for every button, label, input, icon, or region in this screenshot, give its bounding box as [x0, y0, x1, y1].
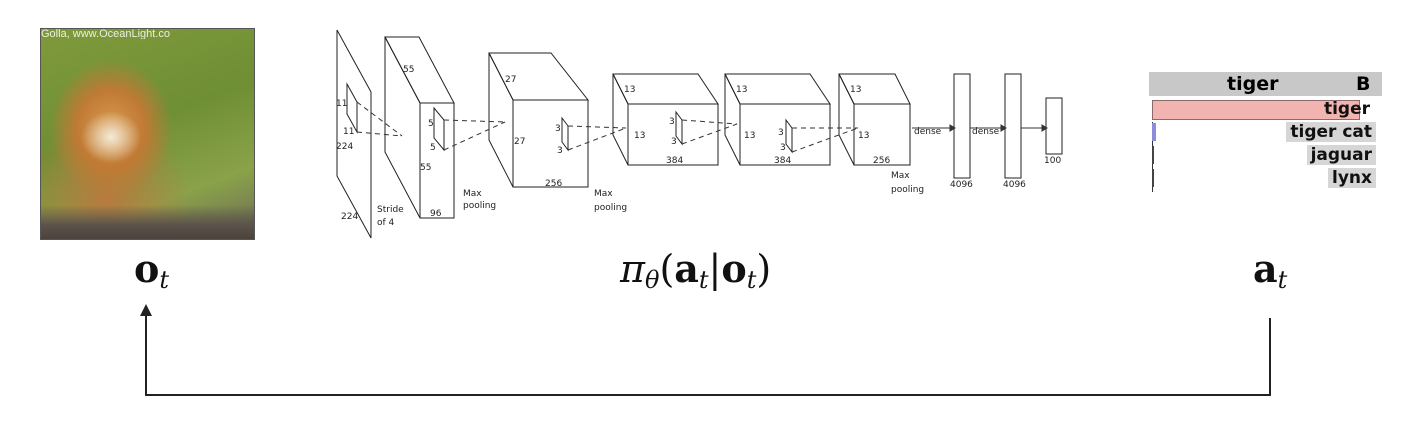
conv2-kernel-label-2: 3 — [557, 146, 563, 156]
conv2-top-label: 27 — [505, 75, 516, 85]
prediction-header-label: tiger — [1227, 73, 1279, 95]
conv3-depth-label: 384 — [666, 156, 683, 166]
conv4-kernel-label-2: 3 — [780, 143, 786, 153]
conv5-box — [838, 73, 911, 166]
fc2-bar — [1004, 73, 1022, 179]
feedback-arrow-head — [140, 304, 152, 316]
conv5-depth-label: 256 — [873, 156, 890, 166]
conv2-depth-label: 256 — [545, 179, 562, 189]
conv5-side-label: 13 — [858, 131, 869, 141]
prediction-header-col2: B — [1356, 73, 1371, 95]
conv2-kernel — [561, 116, 569, 152]
conv3-top-label: 13 — [624, 85, 635, 95]
projection-lines — [356, 101, 859, 153]
photo-watermark: Golla, www.OceanLight.co — [41, 29, 171, 39]
prediction-header: tiger B — [1149, 72, 1382, 96]
pool3-label-2: pooling — [891, 185, 924, 195]
fc3-bar — [1045, 97, 1063, 155]
feedback-loop-arrow — [145, 314, 1271, 396]
conv1-kernel-label: 5 — [428, 119, 434, 129]
action-label: at — [1253, 246, 1288, 294]
conv3-kernel — [675, 110, 683, 146]
prediction-label: lynx — [1328, 168, 1376, 188]
prediction-panel: tiger B tiger tiger cat jaguar lynx — [1149, 72, 1382, 192]
conv4-depth-label: 384 — [774, 156, 791, 166]
prediction-label: tiger — [1323, 99, 1370, 119]
prediction-row: tiger cat — [1149, 121, 1382, 143]
prediction-bar — [1152, 146, 1154, 164]
pool1-label-1: Max — [463, 189, 482, 199]
conv3-side-label: 13 — [634, 131, 645, 141]
conv5-top-label: 13 — [850, 85, 861, 95]
input-bottom-label: 224 — [341, 212, 358, 222]
conv4-top-label: 13 — [736, 85, 747, 95]
conv2-box — [488, 52, 590, 188]
prediction-bar — [1152, 100, 1360, 120]
input-slab — [336, 29, 372, 239]
prediction-label: jaguar — [1306, 145, 1376, 165]
fc1-bar — [953, 73, 971, 179]
fc1-size-label: 4096 — [950, 180, 973, 190]
stride-label-1: Stride — [377, 205, 404, 215]
conv1-top-label: 55 — [403, 65, 414, 75]
input-kernel-label: 11 — [336, 99, 347, 109]
dense-arrows — [912, 124, 1048, 132]
prediction-bar — [1152, 123, 1156, 141]
conv1-mid-label: 55 — [420, 163, 431, 173]
conv3-kernel-label-2: 3 — [671, 137, 677, 147]
input-side-label: 224 — [336, 142, 353, 152]
conv4-kernel — [785, 118, 793, 154]
conv2-kernel-label: 3 — [555, 124, 561, 134]
conv1-box — [384, 36, 455, 219]
fc2-size-label: 4096 — [1003, 180, 1026, 190]
pool3-label-1: Max — [891, 171, 910, 181]
conv2-side-label: 27 — [514, 137, 525, 147]
pool1-label-2: pooling — [463, 201, 496, 211]
fc3-size-label: 100 — [1044, 156, 1061, 166]
conv3-box — [612, 73, 719, 166]
input-kernel — [346, 82, 358, 134]
input-kernel-label-2: 11 — [343, 127, 354, 137]
conv4-box — [724, 73, 831, 166]
dense2-label: dense — [972, 127, 1000, 137]
pool2-label-1: Max — [594, 189, 613, 199]
conv1-kernel-label-2: 5 — [430, 143, 436, 153]
tiger-photo: Golla, www.OceanLight.co — [40, 28, 255, 240]
conv3-kernel-label: 3 — [669, 117, 675, 127]
prediction-row: jaguar — [1149, 144, 1382, 166]
prediction-row: tiger — [1149, 98, 1382, 120]
conv4-kernel-label: 3 — [778, 128, 784, 138]
observation-label: ot — [134, 246, 170, 294]
prediction-label: tiger cat — [1286, 122, 1376, 142]
pool2-label-2: pooling — [594, 203, 627, 213]
policy-label: πθ(at|ot) — [620, 246, 772, 294]
prediction-row: lynx — [1149, 167, 1382, 189]
conv4-side-label: 13 — [744, 131, 755, 141]
prediction-bar — [1152, 169, 1154, 187]
dense1-label: dense — [914, 127, 942, 137]
stride-label-2: of 4 — [377, 218, 395, 228]
conv1-depth-label: 96 — [430, 209, 442, 219]
